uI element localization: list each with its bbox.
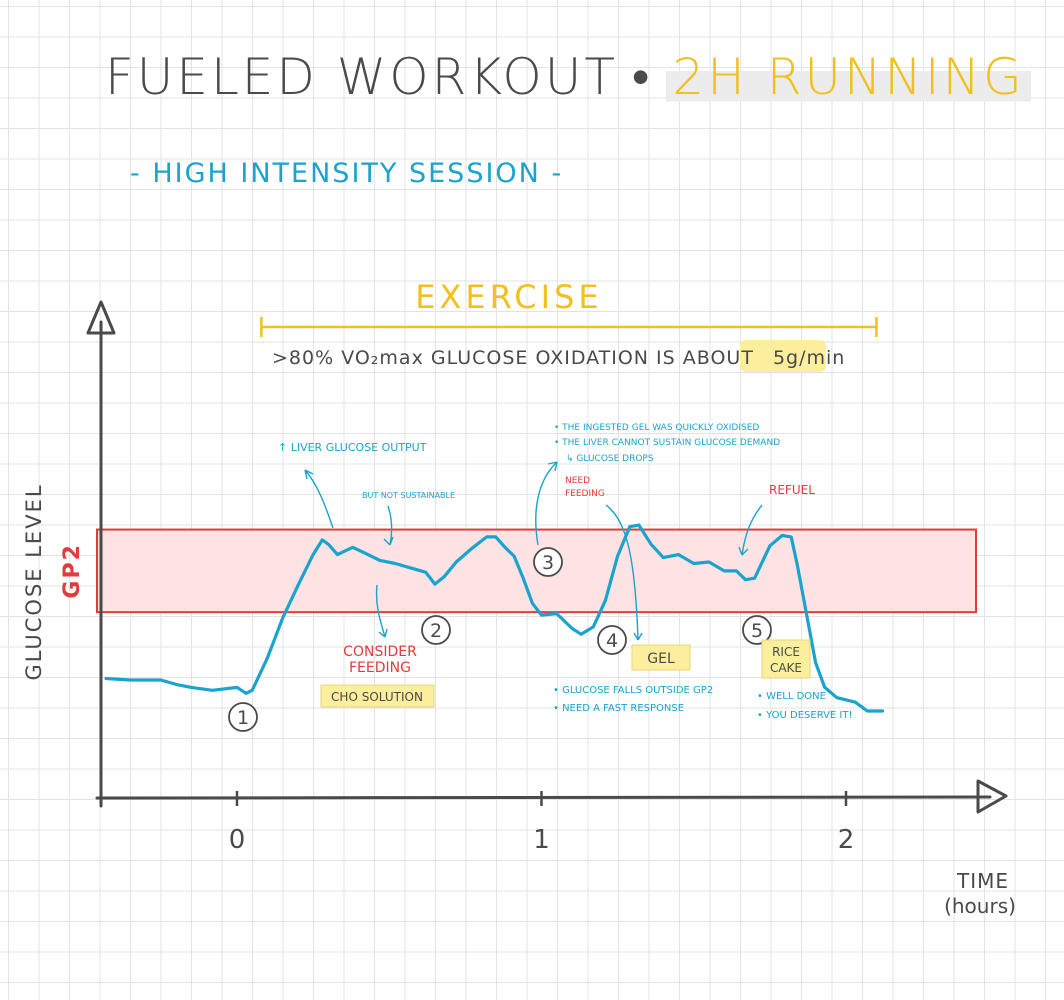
- glucose-line: [104, 523, 885, 713]
- title-main: FUELED WORKOUT: [105, 48, 618, 106]
- rice-cake-label: RICE: [772, 645, 800, 659]
- rice-cake-highlight: [761, 639, 811, 679]
- step-marker-circle: [421, 615, 451, 645]
- gel-label: GEL: [647, 651, 675, 667]
- refuel-label: REFUEL: [769, 483, 815, 497]
- x-axis: [95, 795, 992, 800]
- gel-highlight: [631, 644, 691, 671]
- need-feeding-label: NEED: [565, 476, 590, 486]
- exercise-label: EXERCISE: [415, 278, 602, 316]
- not-sustainable-arrow: [383, 505, 394, 546]
- not-sustainable-note: BUT NOT SUSTAINABLE: [362, 491, 455, 500]
- exercise-note-highlight-bg: [740, 340, 826, 372]
- page-title: FUELED WORKOUT•2H RUNNING: [105, 48, 1031, 106]
- step-marker-circle: [228, 702, 258, 732]
- outside-gp2-note: • GLUCOSE FALLS OUTSIDE GP2: [553, 685, 713, 696]
- gp2-band-label: GP2: [60, 543, 85, 599]
- exercise-note: >80% VO₂max GLUCOSE OXIDATION IS ABOUT 5…: [272, 347, 845, 369]
- cho-solution-highlight: [320, 684, 435, 708]
- liver-demand-note: • THE LIVER CANNOT SUSTAIN GLUCOSE DEMAN…: [554, 438, 780, 448]
- refuel-arrow: [738, 504, 763, 556]
- x-axis-label-unit: (hours): [944, 894, 1016, 918]
- step-marker-number: 2: [430, 620, 442, 642]
- page-subtitle: - HIGH INTENSITY SESSION -: [130, 158, 564, 189]
- you-deserve-it-note: • YOU DESERVE IT!: [757, 710, 853, 721]
- liver-output-arrow: [304, 469, 334, 529]
- glucose-drops-arrow: [535, 461, 558, 546]
- step-marker-number: 1: [237, 707, 249, 729]
- glucose-drops-note: ↳ GLUCOSE DROPS: [566, 454, 654, 464]
- step-marker-circle: [742, 615, 772, 645]
- y-axis-label: GLUCOSE LEVEL: [22, 483, 46, 680]
- x-tick-label: 0: [229, 825, 246, 855]
- step-marker-circle: [533, 547, 563, 577]
- consider-feeding-arrow: [375, 584, 388, 638]
- step-marker-number: 5: [751, 620, 763, 642]
- need-feeding-arrow: [605, 504, 643, 641]
- step-marker-circle: [597, 625, 627, 655]
- exercise-note-prefix: >80% VO₂max GLUCOSE OXIDATION IS ABOUT: [272, 347, 761, 369]
- step-marker-number: 3: [542, 552, 554, 574]
- title-separator: •: [631, 48, 653, 106]
- need-feeding-label-2: FEEDING: [565, 489, 605, 499]
- liver-output-note: ↑ LIVER GLUCOSE OUTPUT: [278, 441, 427, 454]
- step-marker-number: 4: [606, 630, 618, 652]
- x-axis-label: TIME: [956, 869, 1009, 893]
- gel-oxidised-note: • THE INGESTED GEL WAS QUICKLY OXIDISED: [554, 423, 759, 433]
- consider-feeding-label: CONSIDER: [343, 644, 417, 660]
- fast-response-note: • NEED A FAST RESPONSE: [553, 703, 684, 714]
- consider-feeding-label-2: FEEDING: [349, 660, 411, 676]
- y-axis-arrowhead: [86, 300, 116, 335]
- well-done-note: • WELL DONE: [757, 691, 826, 702]
- x-tick-label: 2: [838, 825, 855, 855]
- cho-solution-label: CHO SOLUTION: [331, 690, 423, 704]
- exercise-note-value: 5g/min: [773, 347, 845, 369]
- x-axis-arrowhead: [976, 779, 1008, 814]
- rice-cake-label-2: CAKE: [770, 661, 802, 675]
- title-highlight: 2H RUNNING: [666, 48, 1031, 106]
- x-tick-label: 1: [533, 825, 550, 855]
